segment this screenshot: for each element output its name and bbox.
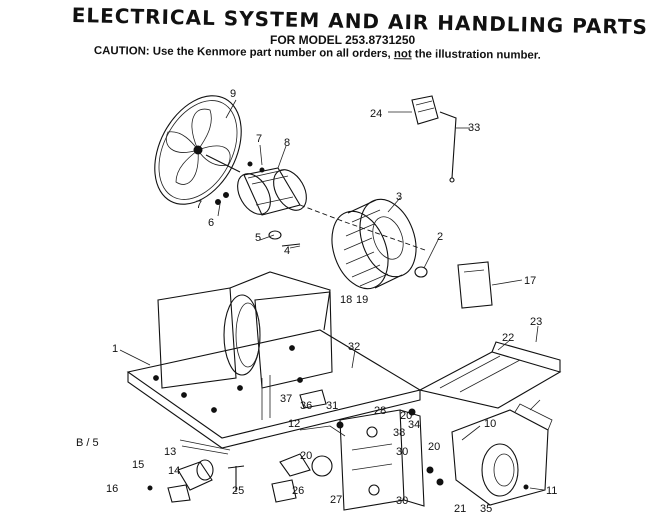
label-20-mid: 20 (300, 450, 312, 462)
label-6: 6 (208, 217, 214, 229)
fan-motor-drawing (205, 154, 307, 216)
label-32: 32 (348, 341, 360, 353)
label-38: 38 (393, 427, 405, 439)
control-panel-drawing (339, 409, 444, 511)
base-pan-drawing (126, 271, 422, 449)
label-24: 24 (370, 108, 382, 120)
label-27: 27 (330, 494, 342, 506)
blower-wheel-drawing (299, 198, 428, 290)
bracket-and-rod-drawing (411, 95, 457, 183)
label-10: 10 (484, 418, 496, 430)
label-21: 21 (454, 503, 466, 515)
label-34: 34 (408, 419, 420, 431)
label-14: 14 (168, 465, 180, 477)
label-15: 15 (132, 459, 144, 471)
label-11: 11 (546, 485, 557, 497)
label-12: 12 (288, 418, 300, 430)
label-37: 37 (280, 393, 292, 405)
part-number-labels: 9 7 8 7 6 5 4 3 2 24 33 17 18 19 23 22 3… (76, 88, 557, 515)
label-20-upper: 20 (400, 410, 412, 422)
label-19: 19 (356, 294, 368, 306)
label-30-upper: 30 (396, 446, 408, 458)
label-33: 33 (468, 122, 480, 134)
model-line: FOR MODEL 253.8731250 (270, 33, 416, 47)
label-8: 8 (284, 137, 290, 149)
label-35: 35 (480, 503, 492, 515)
panel-drawing (457, 261, 493, 309)
label-2: 2 (437, 231, 443, 243)
label-3: 3 (396, 191, 402, 203)
label-16: 16 (106, 483, 118, 495)
label-7-lower: 7 (196, 199, 202, 211)
blower-housing-drawing (451, 403, 553, 506)
label-36: 36 (300, 400, 312, 412)
page-code: B / 5 (76, 437, 99, 449)
label-1: 1 (112, 343, 118, 355)
label-30-lower: 30 (396, 495, 408, 507)
label-20-right: 20 (428, 441, 440, 453)
label-22: 22 (502, 332, 514, 344)
label-26: 26 (292, 485, 304, 497)
label-23: 23 (530, 316, 542, 328)
label-5: 5 (255, 232, 261, 244)
label-9: 9 (230, 88, 236, 100)
label-28: 28 (374, 405, 386, 417)
label-31: 31 (326, 400, 338, 412)
leader-lines (119, 99, 545, 491)
label-4: 4 (284, 245, 290, 257)
label-7-upper: 7 (256, 133, 262, 145)
small-hardware-drawing (259, 167, 301, 247)
label-18: 18 (340, 294, 352, 306)
switch-parts-drawing (147, 389, 529, 503)
label-13: 13 (164, 446, 176, 458)
label-17: 17 (524, 275, 536, 287)
air-duct-drawing (418, 341, 562, 409)
label-25: 25 (232, 485, 244, 497)
